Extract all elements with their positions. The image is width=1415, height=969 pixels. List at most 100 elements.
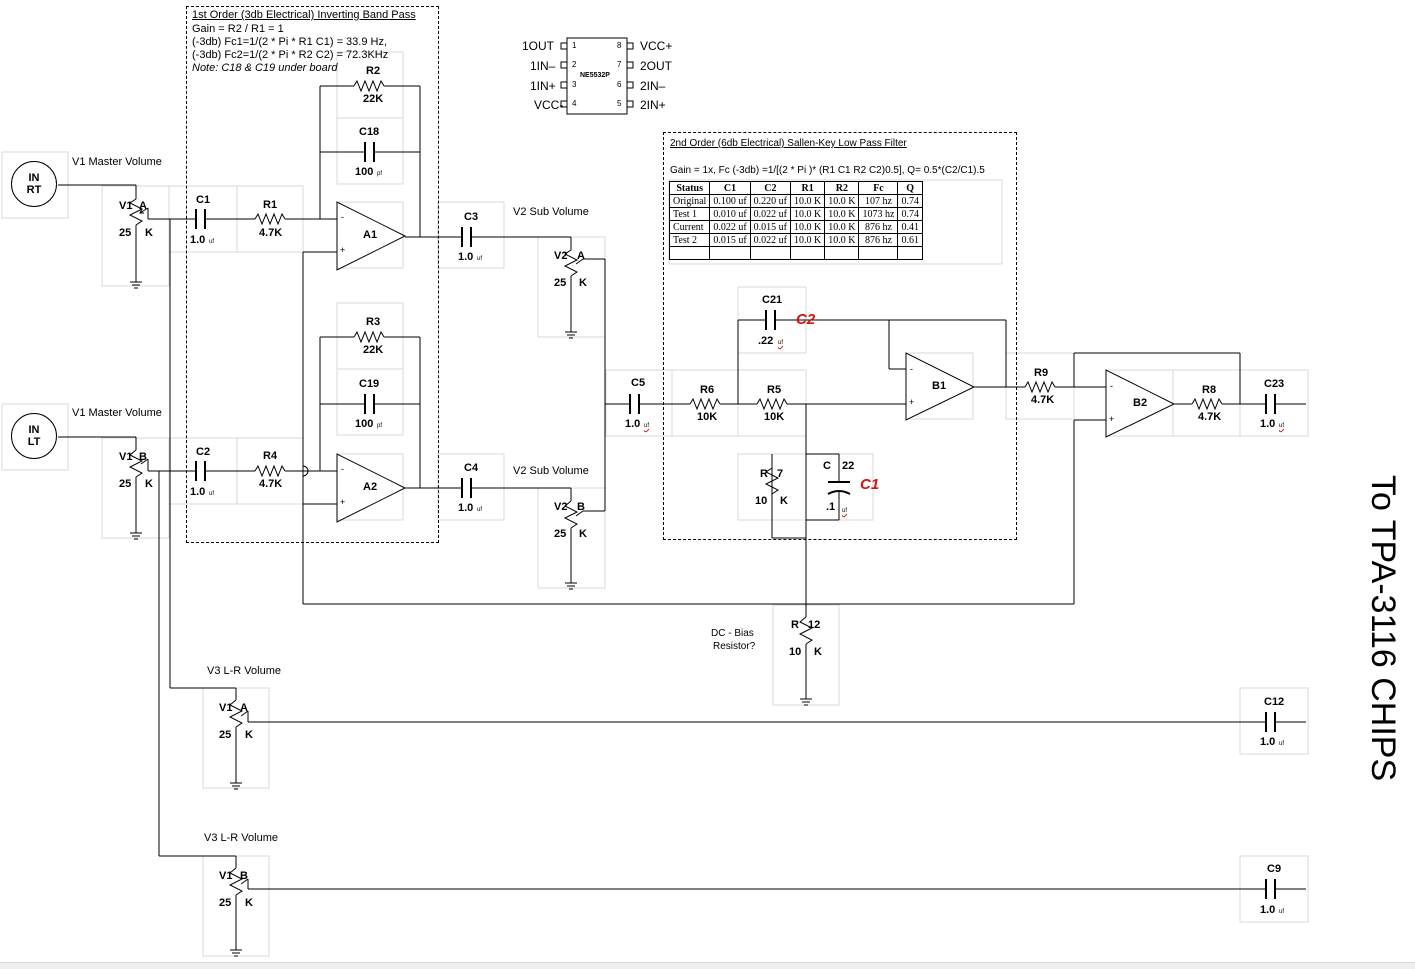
bandpass-gain: Gain = R2 / R1 = 1 xyxy=(192,23,284,35)
spec-table-cell xyxy=(897,246,923,260)
v1-master-label-lt: V1 Master Volume xyxy=(72,407,162,419)
c21-value: .22 xyxy=(758,335,774,347)
spec-table-cell: 10.0 K xyxy=(824,220,860,234)
r8-name: R8 xyxy=(1202,384,1217,396)
bandpass-section xyxy=(186,6,439,543)
pin-num-7: 7 xyxy=(617,60,622,69)
ne5532p-package xyxy=(560,37,634,115)
spec-table-cell: 0.010 uf xyxy=(709,207,751,221)
lr-volume-wires xyxy=(158,219,1306,957)
v1b-name: V1 xyxy=(119,451,133,463)
c21-unit: uf xyxy=(778,340,784,346)
r6-value: 10K xyxy=(697,411,718,423)
v1b-unit: K xyxy=(145,478,153,490)
c4-value: 1.0 xyxy=(458,502,474,514)
v3a-pin: A xyxy=(240,702,248,714)
c23-value: 1.0 xyxy=(1260,418,1276,430)
c1-name: C1 xyxy=(196,194,211,206)
c3-value: 1.0 xyxy=(458,251,474,263)
pin-num-4: 4 xyxy=(572,99,577,108)
r5-name: R5 xyxy=(767,384,782,396)
v3-lr-label-b: V3 L-R Volume xyxy=(204,832,278,844)
spec-table-cell: Original xyxy=(668,194,711,208)
c4-unit: uf xyxy=(477,507,483,513)
input-jack-rt: IN RT xyxy=(11,161,57,207)
v1a-value: 25 xyxy=(119,227,132,239)
r12-value: 10 xyxy=(789,646,802,658)
spec-table-cell: 10.0 K xyxy=(790,194,826,208)
r8-value: 4.7K xyxy=(1198,411,1222,423)
pin1-label: 1OUT xyxy=(522,39,555,53)
c2-name: C2 xyxy=(196,446,211,458)
window-bottom-edge xyxy=(0,962,1415,969)
v2-sub-label-b: V2 Sub Volume xyxy=(513,465,589,477)
spec-table-cell: 0.015 uf xyxy=(749,220,792,234)
b2-plus: + xyxy=(1109,414,1115,424)
v1b-value: 25 xyxy=(119,478,132,490)
spec-table-cell: 0.41 xyxy=(897,220,923,234)
a2-minus: - xyxy=(341,464,344,474)
c18-value: 100 xyxy=(355,166,374,178)
r3-value: 22K xyxy=(363,344,384,356)
v1-master-label-rt: V1 Master Volume xyxy=(72,156,162,168)
input-jack-lt: IN LT xyxy=(11,413,57,459)
v3a-name: V1 xyxy=(219,702,233,714)
v3a-value: 25 xyxy=(219,729,232,741)
v2a-value: 25 xyxy=(554,277,567,289)
r7-name-a: R xyxy=(760,468,768,480)
v2-sub-label-a: V2 Sub Volume xyxy=(513,206,589,218)
b2-minus: - xyxy=(1110,381,1113,391)
spec-table-cell xyxy=(790,246,826,260)
bandpass-fc1: (-3db) Fc1=1/(2 * Pi * R1 C1) = 33.9 Hz, xyxy=(192,36,388,48)
c2-unit: uf xyxy=(209,491,215,497)
c18-name: C18 xyxy=(359,126,380,138)
spec-table-cell: 0.100 uf xyxy=(709,194,751,208)
a1-plus: + xyxy=(340,245,346,255)
spec-header-cell: Status xyxy=(668,181,711,195)
v3b-name: V1 xyxy=(219,870,233,882)
v1a-name: V1 xyxy=(119,200,133,212)
spec-table-cell: Current xyxy=(668,220,711,234)
pin6-label: 2IN– xyxy=(640,79,666,93)
pin8-label: VCC+ xyxy=(640,39,673,53)
c12-unit: uf xyxy=(1279,741,1285,747)
c3-name: C3 xyxy=(464,211,479,223)
spec-table-cell: 10.0 K xyxy=(824,233,860,247)
spec-table-cell xyxy=(709,246,751,260)
v1a-unit: K xyxy=(145,227,153,239)
c22-name-a: C xyxy=(823,460,831,472)
spec-header-cell: R1 xyxy=(790,181,826,195)
dc-bias-label: DC - Bias xyxy=(711,628,754,639)
c22-value: .1 xyxy=(826,501,836,513)
input-rt-line2: RT xyxy=(26,184,42,196)
lowpass-title: 2nd Order (6db Electrical) Sallen-Key Lo… xyxy=(670,138,907,149)
v1a-pin: A xyxy=(139,200,147,212)
c2-value: 1.0 xyxy=(190,486,206,498)
r2-name: R2 xyxy=(366,65,381,77)
r9-value: 4.7K xyxy=(1031,394,1055,406)
c12-value: 1.0 xyxy=(1260,736,1276,748)
v2a-name: V2 xyxy=(554,250,568,262)
spec-table-cell: 0.022 uf xyxy=(749,207,792,221)
bandpass-note: Note: C18 & C19 under board xyxy=(192,62,338,74)
v2b-value: 25 xyxy=(554,528,567,540)
v3a-unit: K xyxy=(245,729,253,741)
r4-name: R4 xyxy=(263,450,278,462)
spec-table-cell xyxy=(858,246,899,260)
r7-unit: K xyxy=(780,495,788,507)
upper-channel-wires xyxy=(58,79,606,604)
pin-num-6: 6 xyxy=(617,80,622,89)
v2a-unit: K xyxy=(579,277,587,289)
c1-value: 1.0 xyxy=(190,234,206,246)
c22-unit: uf xyxy=(842,508,848,514)
bandpass-title: 1st Order (3db Electrical) Inverting Ban… xyxy=(192,9,416,21)
v3b-pin: B xyxy=(240,870,248,882)
spec-table-cell: 10.0 K xyxy=(824,194,860,208)
c9-value: 1.0 xyxy=(1260,904,1276,916)
a2-plus: + xyxy=(340,497,346,507)
spec-table-cell: 0.015 uf xyxy=(709,233,751,247)
spec-table-cell: 1073 hz xyxy=(858,207,899,221)
